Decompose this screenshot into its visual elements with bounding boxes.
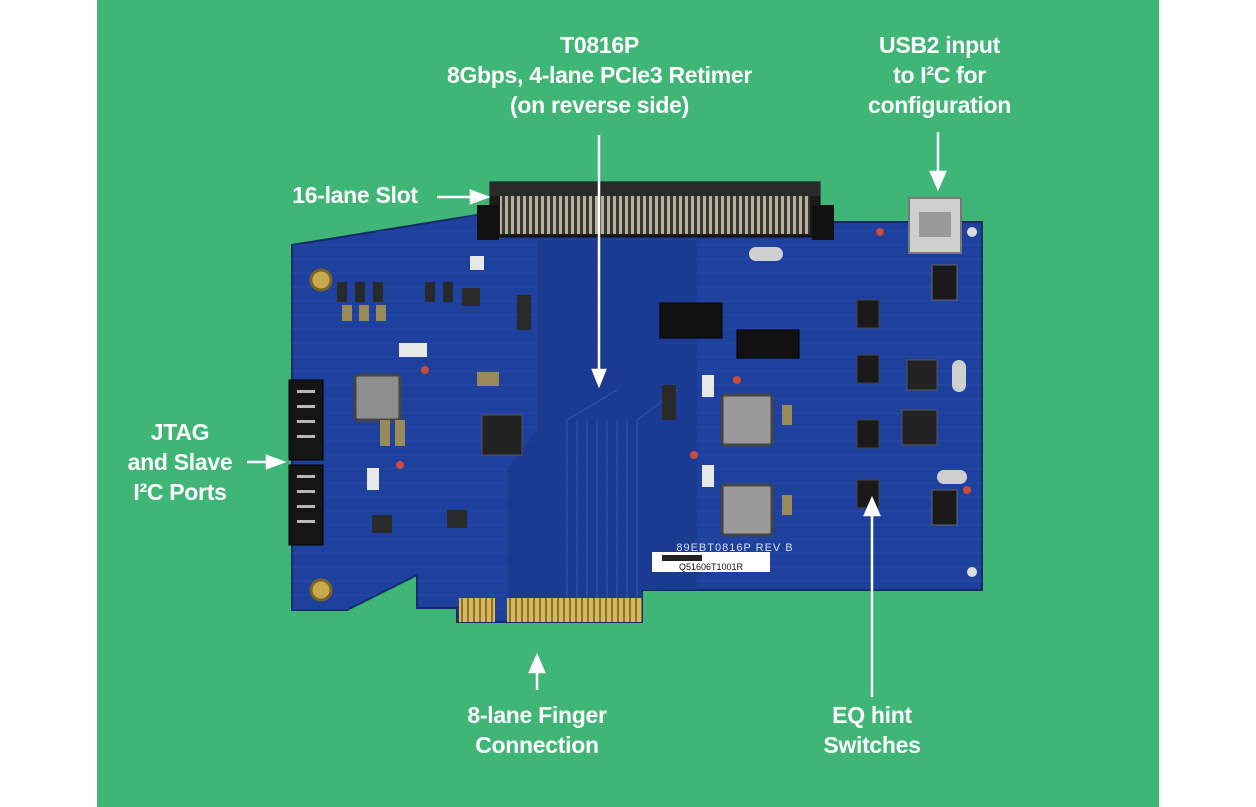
gold-finger-short (459, 598, 495, 622)
pcb-board-illustration: Q51606T1001R 89EBT0816P REV B (247, 132, 983, 697)
retimer-arrowhead (591, 368, 607, 389)
barcode-text: Q51606T1001R (679, 562, 744, 572)
jtag-label: JTAG and Slave I²C Ports (127, 419, 233, 505)
finger-label: 8-lane Finger Connection (467, 702, 607, 758)
gold-finger-long (507, 598, 642, 622)
usb-label: USB2 input to I²C for configuration (867, 32, 1012, 118)
slot-arrowhead (469, 189, 491, 205)
retimer-label: T0816P 8Gbps, 4-lane PCIe3 Retimer (on r… (446, 32, 753, 118)
eq-arrowhead (863, 495, 881, 517)
eq-label: EQ hint Switches (823, 702, 921, 758)
slot-label: 16-lane Slot (292, 182, 418, 208)
finger-arrowhead (528, 652, 546, 674)
usb-arrowhead (929, 170, 947, 192)
eq-switch-banks (856, 299, 880, 509)
jtag-headers (288, 379, 324, 546)
annotation-arrows (247, 132, 947, 697)
jtag-arrowhead (265, 454, 287, 470)
diagram-stage: Q51606T1001R 89EBT0816P REV B T0816P 8Gb… (97, 0, 1159, 807)
board-silkscreen-text: 89EBT0816P REV B (676, 542, 793, 554)
